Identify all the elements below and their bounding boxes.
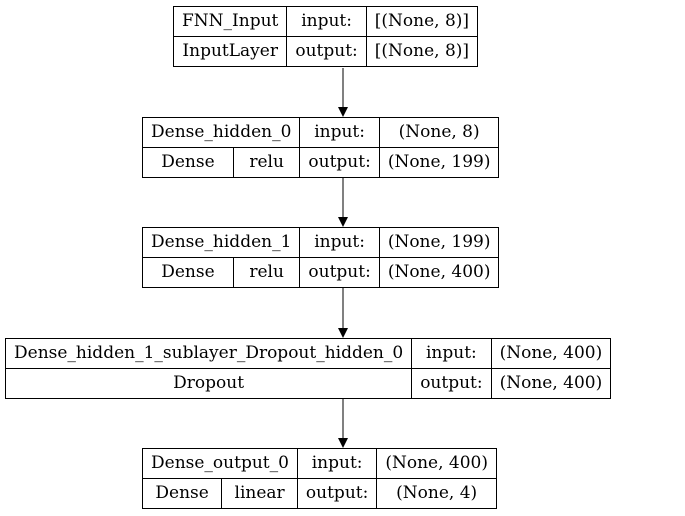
output-shape: (None, 199) [378, 147, 500, 178]
layer-name: Dense_hidden_1_sublayer_Dropout_hidden_0 [4, 338, 413, 369]
layer-name: Dense_hidden_1 [141, 227, 301, 258]
input-shape: [(None, 8)] [365, 6, 479, 37]
layer-type: Dense [141, 478, 223, 509]
input-shape: (None, 400) [490, 338, 612, 369]
output-label: output: [299, 257, 380, 288]
input-shape: (None, 400) [376, 448, 497, 479]
input-label: input: [296, 448, 378, 479]
layer-type: Dropout [4, 368, 413, 399]
layer-activation: relu [232, 147, 301, 178]
input-label: input: [286, 6, 367, 37]
output-label: output: [286, 36, 367, 67]
input-label: input: [299, 117, 380, 148]
input-label: input: [299, 227, 380, 258]
layer-type: Dense [142, 257, 234, 288]
layer-node-fnn-input: FNN_Input input: [(None, 8)] InputLayer … [172, 6, 479, 67]
layer-name: Dense_hidden_0 [141, 117, 301, 148]
layer-node-dense-hidden-0: Dense_hidden_0 input: (None, 8) Dense re… [141, 117, 500, 178]
layer-name: Dense_output_0 [142, 448, 298, 479]
output-shape: [(None, 8)] [365, 36, 479, 67]
layer-node-dense-output-0: Dense_output_0 input: (None, 400) Dense … [141, 448, 497, 509]
output-label: output: [411, 368, 492, 399]
input-shape: (None, 199) [378, 227, 500, 258]
layer-node-dense-hidden-1: Dense_hidden_1 input: (None, 199) Dense … [141, 227, 500, 288]
layer-type: Dense [142, 147, 234, 178]
input-shape: (None, 8) [378, 117, 500, 148]
layer-activation: relu [232, 257, 301, 288]
output-label: output: [299, 147, 380, 178]
output-label: output: [296, 478, 378, 509]
layer-activation: linear [221, 478, 298, 509]
output-shape: (None, 4) [376, 478, 497, 509]
input-label: input: [411, 338, 492, 369]
layer-node-dropout: Dense_hidden_1_sublayer_Dropout_hidden_0… [4, 338, 612, 399]
layer-type: InputLayer [172, 36, 288, 67]
layer-name: FNN_Input [172, 6, 288, 37]
output-shape: (None, 400) [490, 368, 612, 399]
output-shape: (None, 400) [378, 257, 500, 288]
